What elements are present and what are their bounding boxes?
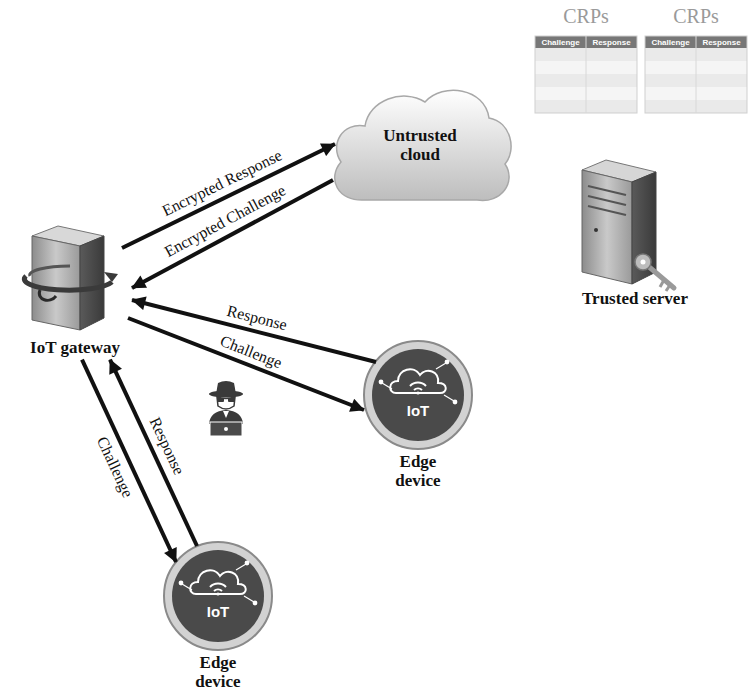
node-label: Edge device — [183, 654, 253, 691]
edge-device-icon-part — [379, 380, 384, 385]
attacker-icon-part — [224, 427, 228, 431]
attacker-icon-part — [223, 411, 229, 418]
device-node: Trusted server — [560, 160, 710, 309]
table-header-cell: Challenge — [541, 39, 579, 47]
gateway-icon-part — [39, 290, 56, 300]
edge-device-icon-part — [445, 360, 450, 365]
node-label: Untrusted cloud — [370, 127, 470, 164]
connector-label: Response — [225, 302, 289, 334]
edge-device-icon-part — [190, 570, 246, 594]
arrow-connector — [128, 318, 364, 410]
crp-table-part — [696, 36, 697, 113]
edge-device-icon — [164, 542, 272, 650]
table-header-cell: Response — [702, 39, 740, 47]
attacker-icon — [209, 381, 243, 436]
crp-table — [645, 36, 747, 113]
edge-device-icon-part — [182, 584, 192, 590]
gateway-icon-part — [24, 276, 112, 290]
icon-text: IoT — [158, 604, 278, 621]
gateway-icon-part — [80, 236, 104, 330]
edge-device-icon-part — [210, 584, 226, 587]
crp-table-part — [535, 36, 637, 113]
table-header-cell: Challenge — [651, 39, 689, 47]
edge-device-icon-part — [245, 561, 250, 566]
device-node: IoT Edge device — [358, 339, 478, 490]
server-icon-part — [648, 266, 674, 288]
attacker-icon-part — [217, 397, 235, 409]
edge-device-icon — [364, 341, 472, 449]
edge-device-icon-part — [253, 601, 258, 606]
edge-device-icon-part — [179, 581, 184, 586]
device-node: IoT Edge device — [158, 540, 278, 691]
edge-device-icon-part — [453, 400, 458, 405]
edge-device-icon-part — [382, 383, 392, 389]
edge-device-icon-part — [414, 388, 422, 390]
edge-device-icon-part — [364, 341, 472, 449]
table-header-cell: Response — [592, 39, 630, 47]
edge-device-icon-part — [444, 395, 454, 401]
edge-device-icon-part — [416, 391, 419, 394]
edge-device-icon-part — [214, 589, 222, 591]
edge-device-icon-part — [236, 564, 246, 570]
edge-device-icon-part — [216, 592, 219, 595]
crp-table-part — [586, 36, 587, 113]
arrow-connector — [82, 360, 176, 562]
server-icon — [582, 160, 674, 291]
table-title: CRPs — [563, 5, 609, 27]
gateway-icon-part — [104, 272, 118, 282]
server-icon-part — [582, 170, 632, 284]
attacker-icon-part — [216, 381, 236, 394]
edge-device-icon-part — [172, 550, 264, 642]
edge-device-icon-part — [244, 596, 254, 602]
crp-table — [535, 36, 637, 113]
edge-device-icon-part — [390, 369, 446, 393]
crp-table-part — [645, 36, 747, 113]
icon-text: IoT — [358, 403, 478, 420]
node-label: Edge device — [383, 453, 453, 490]
server-icon-part — [641, 260, 646, 265]
server-icon-part — [635, 254, 651, 270]
attacker-icon-part — [217, 398, 224, 402]
gateway-icon-part — [32, 236, 80, 330]
server-icon-part — [594, 228, 598, 232]
attacker-icon-part — [210, 422, 242, 436]
cloud-node: Untrusted cloud — [325, 78, 515, 213]
gateway-icon-part — [30, 266, 70, 276]
cloud-outline — [335, 90, 511, 200]
device-node: IoT gateway — [10, 222, 140, 358]
node-label: Trusted server — [560, 290, 710, 309]
edge-device-icon-part — [410, 383, 426, 386]
table-title: CRPs — [673, 5, 719, 27]
server-icon-part — [660, 280, 664, 287]
attacker-icon-part — [228, 398, 235, 402]
gateway-icon — [24, 226, 118, 330]
arrow-connector — [132, 180, 333, 288]
server-icon-part — [588, 186, 626, 195]
arrow-connector — [110, 360, 197, 546]
node-label: IoT gateway — [10, 339, 140, 358]
edge-device-icon-part — [436, 363, 446, 369]
server-icon-part — [588, 206, 626, 215]
edge-device-icon-part — [372, 349, 464, 441]
server-icon-part — [588, 196, 626, 205]
edge-device-icon-part — [164, 542, 272, 650]
